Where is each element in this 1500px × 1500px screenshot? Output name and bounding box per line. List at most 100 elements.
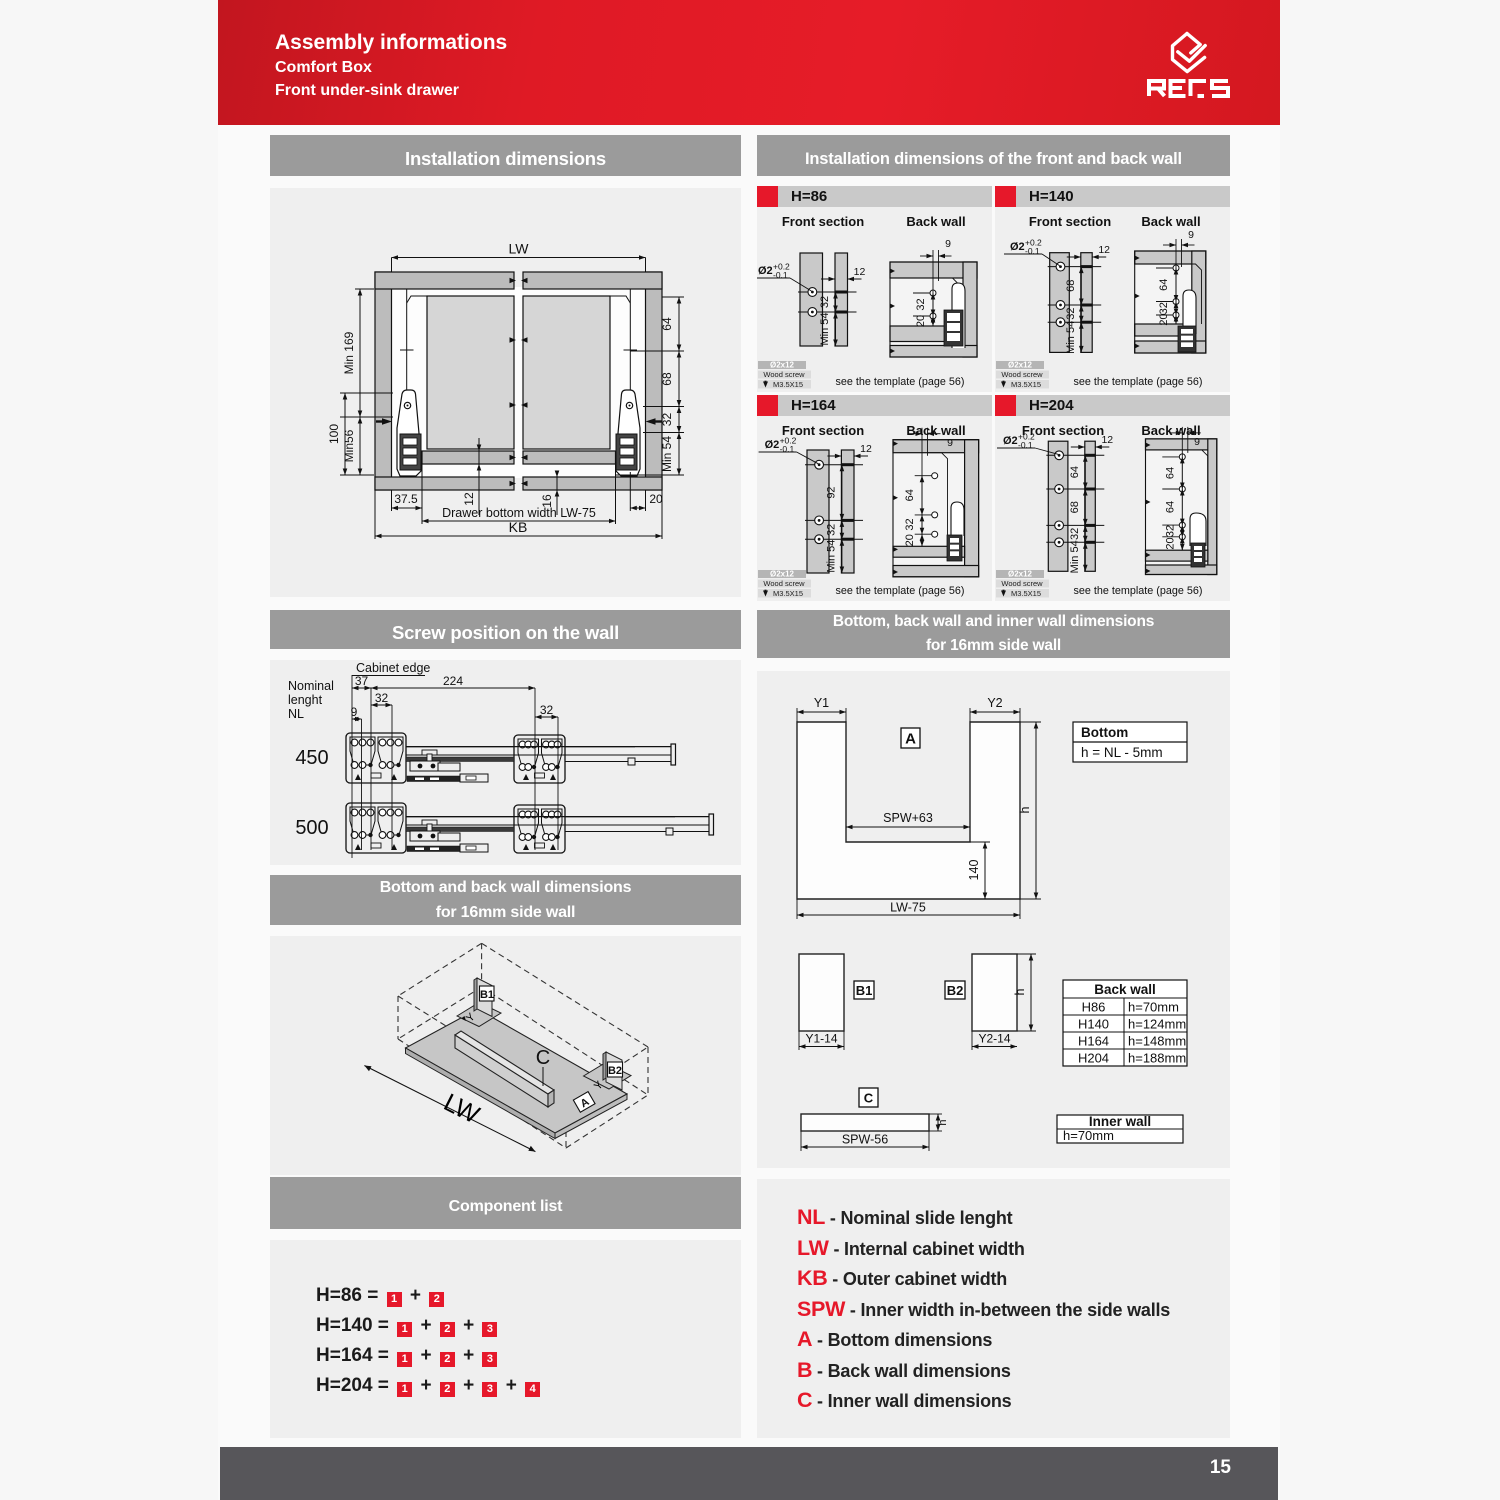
- svg-text:SPW-56: SPW-56: [842, 1133, 888, 1147]
- svg-text:H204: H204: [1078, 1051, 1109, 1066]
- svg-text:Front section: Front section: [782, 423, 864, 438]
- svg-text:140: 140: [967, 860, 981, 881]
- svg-text:see the template (page 56): see the template (page 56): [835, 585, 964, 597]
- svg-text:Min 54: Min 54: [819, 312, 831, 345]
- svg-text:LW: LW: [509, 241, 530, 257]
- svg-text:12: 12: [462, 492, 476, 506]
- svg-text:-0.1: -0.1: [780, 444, 795, 454]
- svg-text:h=188mm: h=188mm: [1128, 1051, 1186, 1066]
- svg-text:SPW+63: SPW+63: [883, 811, 933, 825]
- svg-text:20: 20: [904, 534, 916, 546]
- svg-text:Wood screw: Wood screw: [763, 579, 805, 588]
- svg-text:16: 16: [540, 494, 554, 508]
- svg-text:-0.1: -0.1: [1018, 440, 1033, 450]
- svg-text:12: 12: [860, 443, 872, 455]
- svg-text:Back wall: Back wall: [1141, 423, 1200, 438]
- svg-text:64: 64: [904, 489, 916, 501]
- svg-text:NL: NL: [288, 707, 304, 721]
- svg-text:+0.2: +0.2: [773, 262, 790, 272]
- svg-text:9: 9: [945, 238, 951, 250]
- svg-text:Min 54: Min 54: [660, 436, 674, 472]
- svg-text:Ø2: Ø2: [1003, 435, 1018, 447]
- svg-text:Inner wall: Inner wall: [1089, 1114, 1151, 1129]
- svg-text:Ø2x12: Ø2x12: [1008, 361, 1033, 370]
- svg-text:M3.5X15: M3.5X15: [1011, 380, 1041, 389]
- svg-text:+0.2: +0.2: [780, 436, 797, 446]
- svg-text:B2: B2: [947, 983, 964, 998]
- svg-text:Cabinet edge: Cabinet edge: [356, 661, 430, 675]
- svg-text:M3.5X15: M3.5X15: [773, 380, 803, 389]
- svg-text:+0.2: +0.2: [1018, 432, 1035, 442]
- svg-text:9: 9: [947, 437, 953, 449]
- svg-text:Wood screw: Wood screw: [763, 370, 805, 379]
- svg-text:500: 500: [295, 817, 328, 839]
- svg-text:C: C: [864, 1091, 874, 1106]
- svg-text:Ø2: Ø2: [765, 439, 780, 451]
- svg-text:Ø2x12: Ø2x12: [770, 361, 795, 370]
- svg-text:Back wall: Back wall: [1141, 214, 1200, 229]
- svg-text:KB: KB: [509, 519, 528, 535]
- svg-text:h=124mm: h=124mm: [1128, 1017, 1186, 1032]
- svg-text:37.5: 37.5: [394, 492, 418, 506]
- svg-text:32: 32: [915, 298, 927, 310]
- svg-text:Min 54: Min 54: [1065, 321, 1077, 354]
- svg-text:B2: B2: [608, 1065, 622, 1077]
- svg-text:h=70mm: h=70mm: [1128, 1000, 1179, 1015]
- svg-text:Back wall: Back wall: [906, 423, 965, 438]
- svg-text:Y2: Y2: [987, 696, 1002, 710]
- svg-text:Wood screw: Wood screw: [1001, 579, 1043, 588]
- svg-text:LW-75: LW-75: [890, 901, 926, 915]
- svg-text:32: 32: [540, 703, 554, 717]
- svg-text:32: 32: [375, 691, 389, 705]
- svg-text:20: 20: [649, 492, 663, 506]
- svg-text:Y2-14: Y2-14: [978, 1032, 1010, 1046]
- svg-text:h: h: [1013, 988, 1027, 995]
- svg-text:see the template (page 56): see the template (page 56): [835, 376, 964, 388]
- svg-text:100: 100: [327, 424, 341, 444]
- svg-text:H164: H164: [1078, 1034, 1109, 1049]
- svg-text:Front section: Front section: [782, 214, 864, 229]
- svg-text:32: 32: [1065, 307, 1077, 319]
- svg-text:see the template (page 56): see the template (page 56): [1073, 585, 1202, 597]
- svg-text:M3.5X15: M3.5X15: [1011, 589, 1041, 598]
- svg-text:h=148mm: h=148mm: [1128, 1034, 1186, 1049]
- svg-text:64: 64: [1069, 466, 1081, 478]
- svg-text:Min 169: Min 169: [342, 331, 356, 374]
- svg-text:H86: H86: [1082, 1000, 1106, 1015]
- svg-text:450: 450: [295, 747, 328, 769]
- svg-text:Y1: Y1: [814, 696, 829, 710]
- svg-text:224: 224: [443, 674, 463, 688]
- svg-text:Min56: Min56: [342, 429, 356, 462]
- svg-text:C: C: [536, 1047, 550, 1069]
- svg-text:Nominal: Nominal: [288, 679, 334, 693]
- svg-text:Ø2: Ø2: [758, 265, 773, 277]
- svg-text:Front section: Front section: [1029, 214, 1111, 229]
- svg-text:32: 32: [1158, 302, 1170, 314]
- svg-text:32: 32: [1164, 525, 1176, 537]
- svg-text:+0.2: +0.2: [1025, 238, 1042, 248]
- svg-text:92: 92: [825, 486, 837, 498]
- svg-text:B1: B1: [856, 983, 873, 998]
- svg-text:9: 9: [1194, 436, 1200, 448]
- svg-text:Drawer bottom width LW-75: Drawer bottom width LW-75: [442, 506, 596, 520]
- svg-text:M3.5X15: M3.5X15: [773, 589, 803, 598]
- svg-text:h: h: [937, 1119, 949, 1125]
- svg-text:Ø2x12: Ø2x12: [770, 570, 795, 579]
- svg-text:B1: B1: [480, 989, 494, 1001]
- svg-text:68: 68: [1065, 280, 1077, 292]
- svg-text:Min 54: Min 54: [825, 540, 837, 573]
- svg-text:Y1-14: Y1-14: [805, 1032, 837, 1046]
- svg-text:Back wall: Back wall: [1094, 982, 1156, 997]
- svg-text:64: 64: [660, 317, 674, 331]
- svg-text:h=70mm: h=70mm: [1063, 1128, 1114, 1143]
- svg-text:H140: H140: [1078, 1017, 1109, 1032]
- svg-text:64: 64: [1164, 501, 1176, 513]
- svg-text:32: 32: [819, 296, 831, 308]
- svg-text:Wood screw: Wood screw: [1001, 370, 1043, 379]
- svg-text:h: h: [1018, 806, 1032, 813]
- svg-text:20: 20: [915, 315, 927, 327]
- svg-text:-0.1: -0.1: [773, 270, 788, 280]
- svg-text:Min 54: Min 54: [1069, 540, 1081, 573]
- svg-text:Front section: Front section: [1022, 423, 1104, 438]
- svg-text:Ø2: Ø2: [1010, 241, 1025, 253]
